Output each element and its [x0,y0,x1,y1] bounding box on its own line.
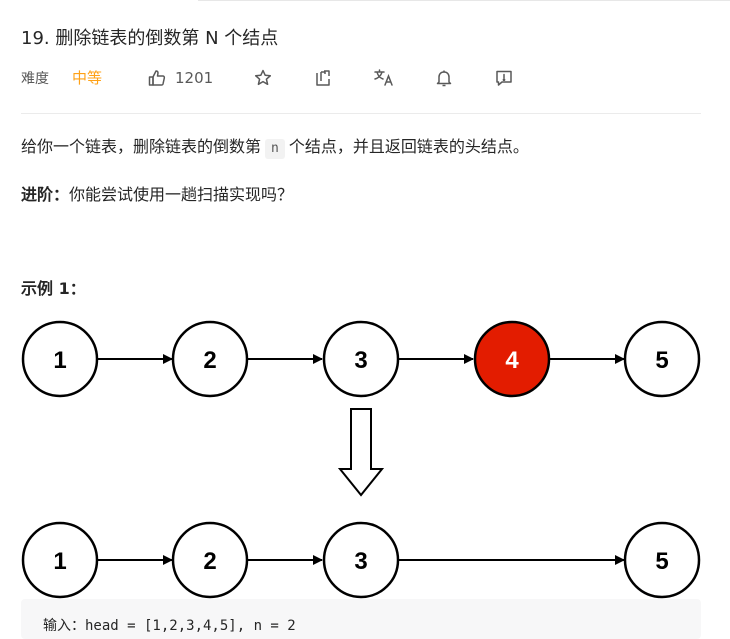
like-button[interactable]: 1201 [147,66,213,90]
top-node-label: 5 [655,347,668,374]
top-node-label: 2 [203,347,216,374]
inline-code-n: n [265,139,285,159]
top-node-2: 2 [171,320,249,398]
top-node-3: 3 [322,320,400,398]
top-node-1: 1 [21,320,99,398]
star-icon [253,68,273,88]
bottom-node-label: 2 [203,548,216,575]
top-node-label: 3 [354,347,367,374]
bottom-node-3: 3 [322,521,400,599]
example-io-block: 输入：head = [1,2,3,4,5], n = 2 [21,599,701,639]
favorite-button[interactable] [253,66,273,90]
bottom-node-5: 5 [623,521,701,599]
example-io-text: 输入：head = [1,2,3,4,5], n = 2 [43,618,296,634]
bottom-node-1: 1 [21,521,99,599]
advance-text: 你能尝试使用一趟扫描实现吗？ [69,185,294,204]
thumbs-up-icon [147,68,167,88]
problem-title: 19. 删除链表的倒数第 N 个结点 [21,28,279,49]
linked-list-diagram: 1 2 3 4 5 1 2 [21,320,701,599]
top-node-label: 1 [53,347,66,374]
description-text-before: 给你一个链表，删除链表的倒数第 [21,137,262,156]
top-node-5: 5 [623,320,701,398]
bottom-node-2: 2 [171,521,249,599]
advance-label: 进阶： [21,185,70,204]
feedback-icon [494,68,514,88]
advance-note: 进阶：你能尝试使用一趟扫描实现吗？ [21,182,293,208]
top-divider [198,0,730,1]
share-icon [313,68,333,88]
problem-page: 19. 删除链表的倒数第 N 个结点 难度 中等 1201 [21,0,730,634]
top-node-label: 4 [505,347,519,374]
description-text-after: 个结点，并且返回链表的头结点。 [288,137,529,156]
header-divider [21,113,701,114]
bottom-node-label: 3 [354,548,367,575]
like-count: 1201 [175,69,214,87]
notify-button[interactable] [434,66,454,90]
bottom-node-label: 5 [655,548,668,575]
bottom-node-label: 1 [53,548,66,575]
top-node-4-highlighted: 4 [473,320,551,398]
example-title: 示例 1： [21,279,86,298]
translate-icon [373,68,395,88]
difficulty-badge: 中等 [72,69,103,87]
feedback-button[interactable] [494,66,514,90]
translate-button[interactable] [373,66,395,90]
meta-row: 难度 中等 1201 [21,64,701,92]
share-button[interactable] [313,66,333,90]
bell-icon [434,68,454,88]
down-arrow-icon [337,408,385,497]
difficulty-label: 难度 [21,71,49,87]
